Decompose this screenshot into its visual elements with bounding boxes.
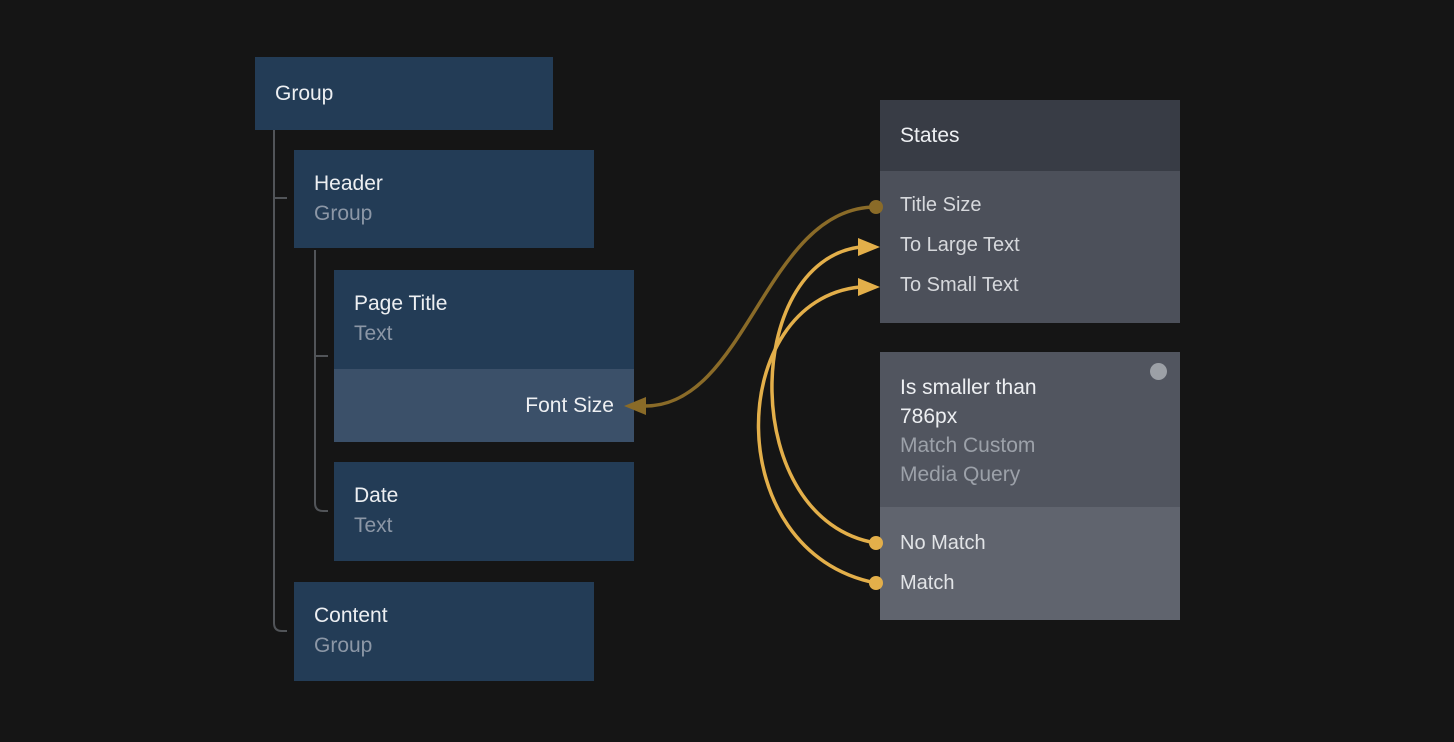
states-panel-header: States [880, 100, 1180, 171]
states-panel-title: States [900, 123, 960, 147]
state-item-to-small-text[interactable]: To Small Text [900, 274, 1019, 296]
condition-subtitle: Match Custom Media Query [900, 434, 1036, 486]
node-title: Group [275, 81, 334, 105]
node-subtitle: Group [314, 202, 373, 225]
states-panel-body: Title Size To Large Text To Small Text [880, 171, 1180, 323]
property-row-font-size[interactable]: Font Size [334, 369, 634, 442]
node-subtitle: Group [314, 634, 373, 657]
connection-title-size-to-font-size[interactable] [624, 200, 883, 415]
connection-curve[interactable] [644, 205, 877, 408]
states-panel: States Title Size To Large Text To Small… [880, 100, 1180, 323]
node-subtitle: Text [354, 322, 393, 345]
connection-no-match-to-large-text[interactable] [770, 238, 883, 550]
condition-title: Is smaller than 786px [900, 376, 1037, 428]
output-item-match[interactable]: Match [900, 572, 955, 594]
condition-node-header: Is smaller than 786px Match Custom Media… [880, 352, 1180, 507]
node-title: Content [314, 604, 388, 627]
arrowhead-right-icon [858, 238, 880, 256]
tree-line-group-to-content [273, 130, 287, 632]
connection-curve[interactable] [756, 285, 877, 585]
connection-curve[interactable] [770, 245, 877, 545]
layer-node-group[interactable]: Group [255, 57, 553, 130]
property-label: Font Size [525, 393, 614, 417]
layer-node-page-title[interactable]: Page Title Text Font Size [334, 270, 634, 442]
state-item-to-large-text[interactable]: To Large Text [900, 234, 1020, 256]
node-subtitle: Text [354, 514, 393, 537]
node-title: Date [354, 484, 399, 507]
state-item-title-size[interactable]: Title Size [900, 194, 982, 216]
arrowhead-right-icon [858, 278, 880, 296]
status-dot [1150, 363, 1167, 380]
layer-node-date[interactable]: Date Text [334, 462, 634, 561]
condition-node-outputs: No Match Match [880, 507, 1180, 620]
node-title: Page Title [354, 292, 448, 315]
node-title: Header [314, 172, 383, 195]
layer-node-content[interactable]: Content Group [294, 582, 594, 681]
tree-line-header-to-date [314, 250, 328, 512]
output-item-no-match[interactable]: No Match [900, 532, 986, 554]
condition-node[interactable]: Is smaller than 786px Match Custom Media… [880, 352, 1180, 620]
layer-node-header[interactable]: Header Group [294, 150, 594, 248]
connection-match-to-small-text[interactable] [756, 278, 883, 590]
